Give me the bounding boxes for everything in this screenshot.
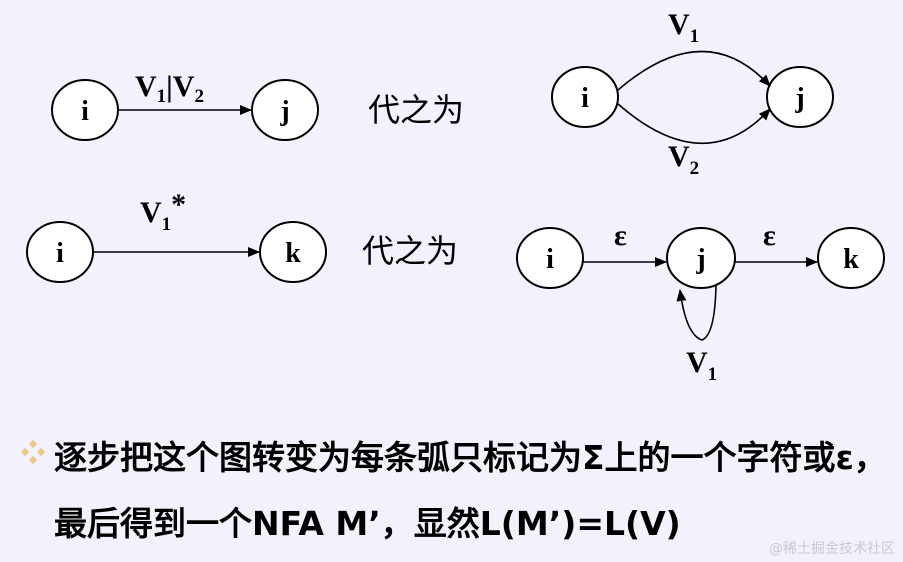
row2-left-node-i-label: i <box>56 238 64 269</box>
row1-left-edge-label: V1|V2 <box>135 70 204 107</box>
row1-left-node-j <box>251 79 319 141</box>
row2-right-graph: i j k ε ε V1 <box>516 219 885 385</box>
row1-right-edge-bottom <box>617 103 771 145</box>
row2-right-node-j <box>666 227 736 289</box>
row1-right-node-j-label: j <box>794 83 804 114</box>
row2-right-node-i-label: i <box>546 244 554 275</box>
watermark: @稀土掘金技术社区 <box>769 541 895 557</box>
row2-left-node-k <box>259 221 327 283</box>
diamond-bullet-icon <box>21 440 45 464</box>
row2-right-eps2-label: ε <box>763 219 776 252</box>
row2-left-graph: i k V1* <box>26 188 327 283</box>
row2-left-edge-label: V1* <box>140 188 186 235</box>
row1-right-graph: i j V1 V2 <box>551 8 834 179</box>
nfa-diagram: j --> i j V1|V2 代之为 i j V1 V2 k --> i k … <box>26 8 885 385</box>
row2-right-loop <box>676 284 717 341</box>
row2-right-node-k <box>817 227 885 289</box>
row2-right-eps1-label: ε <box>614 219 627 252</box>
row1-left-node-j-label: j <box>279 96 289 127</box>
row1-right-top-label: V1 <box>668 8 699 47</box>
row2-left-node-k-label: k <box>285 238 301 269</box>
row1-right-bottom-label: V2 <box>668 140 699 179</box>
row1-right-node-i-label: i <box>581 83 589 114</box>
bullet-text: 逐步把这个图转变为每条弧只标记为Σ上的一个字符或ε，最后得到一个NFA M’，显… <box>54 438 887 543</box>
row1-right-node-i <box>551 66 619 128</box>
bullet-paragraph: 逐步把这个图转变为每条弧只标记为Σ上的一个字符或ε，最后得到一个NFA M’，显… <box>20 425 900 557</box>
row2-right-node-k-label: k <box>843 244 859 275</box>
row1-right-edge-top <box>617 50 771 91</box>
row1-replace-text: 代之为 <box>368 91 464 129</box>
row2-right-loop-label: V1 <box>686 346 717 385</box>
row2-right-node-j-label: j <box>695 244 705 275</box>
row2-right-node-i <box>516 227 584 289</box>
row1-left-node-i-label: i <box>81 96 89 127</box>
row2-replace-text: 代之为 <box>362 232 458 270</box>
row1-left-graph: i j V1|V2 <box>51 70 319 141</box>
row1-right-node-j <box>766 66 834 128</box>
